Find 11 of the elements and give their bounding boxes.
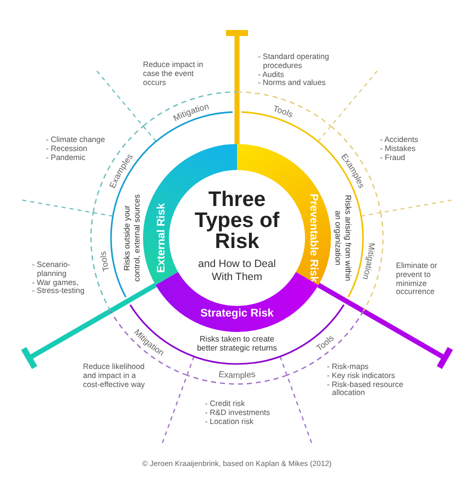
segment-title: External Risk [155, 203, 168, 273]
segment-description: Risks arising from within an organization [333, 194, 352, 284]
sector-heading: Tools [314, 332, 336, 353]
segment-description: Risks taken to create better strategic returns [196, 334, 278, 353]
sector-heading: Tools [272, 103, 295, 120]
sector-heading: Examples [218, 368, 256, 380]
segment-title: Preventable Risk [306, 194, 319, 282]
subtitle: and How to Deal With Them [197, 258, 277, 283]
segment-title: Strategic Risk [200, 307, 274, 320]
segment-description: Risks outside your control, external sources [122, 193, 141, 284]
title: Three Types of Risk [194, 189, 280, 252]
